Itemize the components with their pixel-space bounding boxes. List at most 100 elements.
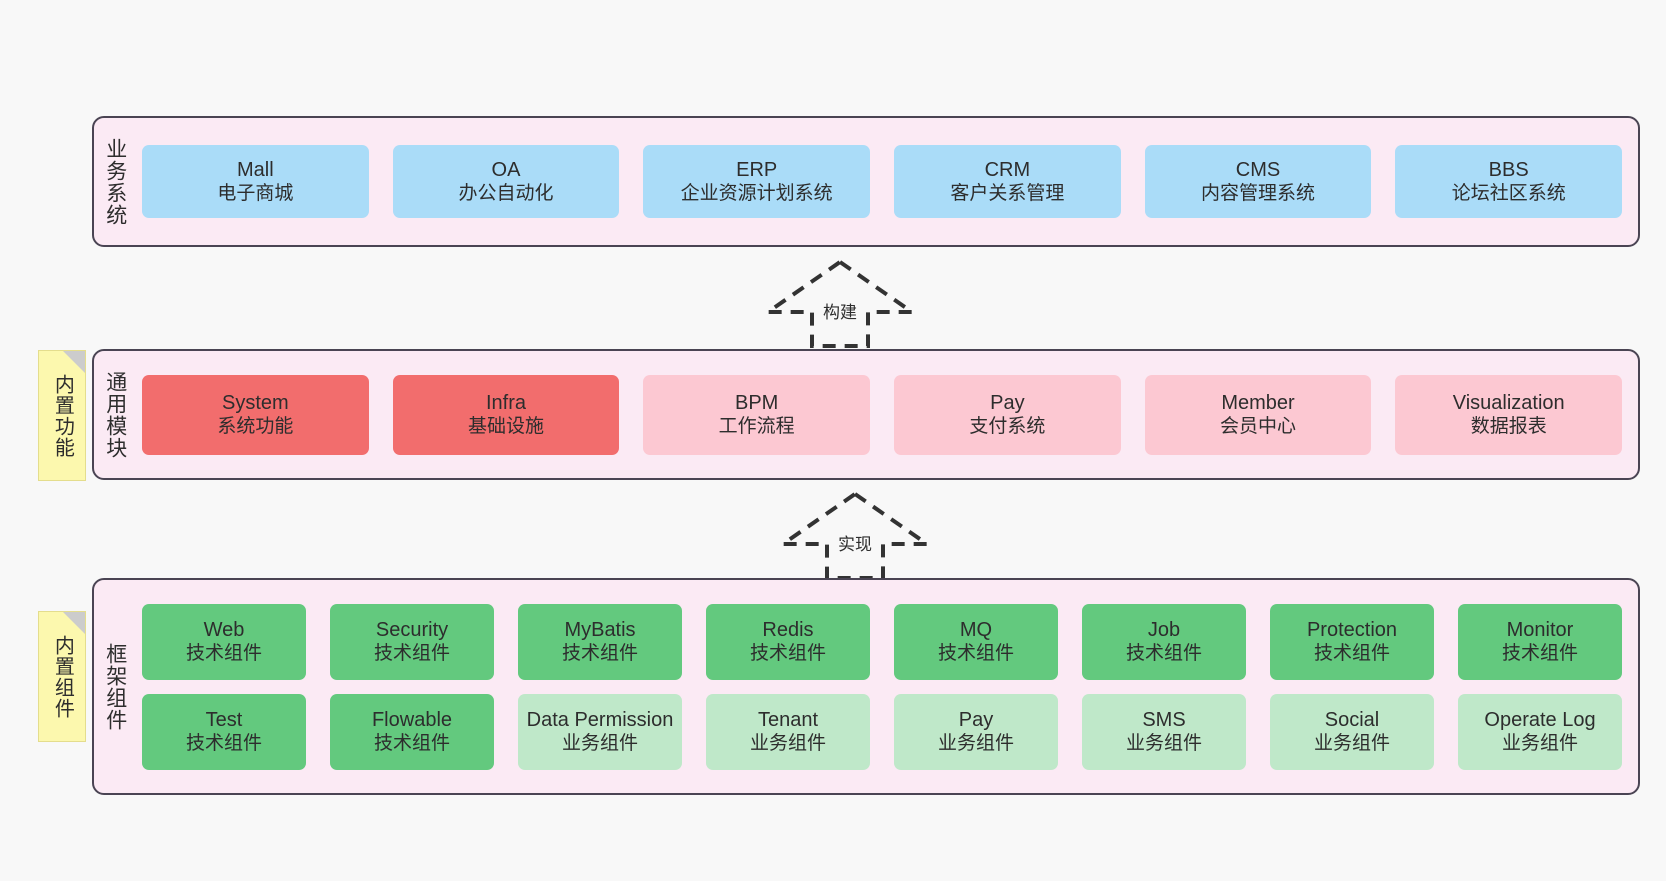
sticky-note-builtin-features: 内置功能 [38, 350, 86, 481]
card-mall[interactable]: Mall 电子商城 [142, 145, 369, 218]
card-title: Test [205, 708, 243, 731]
card-bbs[interactable]: BBS 论坛社区系统 [1395, 145, 1623, 218]
card-infra[interactable]: Infra 基础设施 [392, 374, 620, 455]
card-crm[interactable]: CRM 客户关系管理 [894, 145, 1121, 218]
card-title: ERP [736, 158, 778, 181]
layer-label-business: 业务系统 [103, 137, 127, 226]
card-subtitle: 技术组件 [937, 643, 1014, 665]
card-subtitle: 业务组件 [1125, 733, 1202, 755]
card-subtitle: 系统功能 [217, 416, 294, 438]
connector-build-arrow: 构建 [760, 258, 920, 350]
card-title: MQ [959, 618, 993, 641]
card-title: Data Permission [526, 708, 674, 731]
card-title: Flowable [371, 708, 453, 731]
card-job[interactable]: Job 技术组件 [1082, 603, 1246, 680]
dashed-hollow-arrow-up-icon [776, 491, 934, 580]
card-subtitle: 技术组件 [185, 643, 262, 665]
layer-common-modules: 通用模块 System 系统功能 Infra 基础设施 BPM 工作流程 Pay… [92, 349, 1640, 480]
card-subtitle: 论坛社区系统 [1451, 183, 1566, 205]
card-subtitle: 业务组件 [1313, 733, 1390, 755]
card-subtitle: 内容管理系统 [1201, 183, 1316, 205]
card-security[interactable]: Security 技术组件 [330, 603, 494, 680]
card-title: BBS [1488, 158, 1529, 181]
card-tenant[interactable]: Tenant 业务组件 [706, 693, 870, 770]
card-title: Job [1147, 618, 1181, 641]
card-title: Member [1221, 391, 1295, 414]
card-oa[interactable]: OA 办公自动化 [392, 145, 620, 218]
card-sms[interactable]: SMS 业务组件 [1082, 693, 1246, 770]
sticky-note-builtin-components: 内置组件 [38, 611, 86, 742]
layer-body-common: System 系统功能 Infra 基础设施 BPM 工作流程 Pay 支付系统… [136, 351, 1638, 478]
layer-label-common: 通用模块 [103, 370, 127, 459]
card-subtitle: 企业资源计划系统 [680, 183, 833, 205]
card-title: SMS [1142, 708, 1186, 731]
card-protection[interactable]: Protection 技术组件 [1270, 603, 1434, 680]
card-title: Infra [485, 391, 527, 414]
card-web[interactable]: Web 技术组件 [142, 603, 306, 680]
card-pay-module[interactable]: Pay 支付系统 [894, 374, 1121, 455]
connector-label-implement: 实现 [838, 535, 872, 554]
card-title: Tenant [757, 708, 819, 731]
card-monitor[interactable]: Monitor 技术组件 [1458, 603, 1622, 680]
card-subtitle: 技术组件 [1313, 643, 1390, 665]
layer-framework-components: 框架组件 Web 技术组件 Security 技术组件 MyBatis 技术组件… [92, 578, 1640, 795]
card-subtitle: 技术组件 [373, 733, 450, 755]
sticky-note-label: 内置组件 [51, 634, 74, 719]
card-test[interactable]: Test 技术组件 [142, 693, 306, 770]
card-title: Visualization [1452, 391, 1565, 414]
card-subtitle: 电子商城 [217, 183, 294, 205]
card-subtitle: 技术组件 [1501, 643, 1578, 665]
card-subtitle: 客户关系管理 [950, 183, 1065, 205]
card-erp[interactable]: ERP 企业资源计划系统 [643, 145, 871, 218]
card-title: MyBatis [564, 618, 636, 641]
card-data-permission[interactable]: Data Permission 业务组件 [518, 693, 682, 770]
card-bpm[interactable]: BPM 工作流程 [643, 374, 871, 455]
layer-label-framework: 框架组件 [103, 642, 127, 731]
card-system[interactable]: System 系统功能 [142, 374, 369, 455]
layer-body-framework: Web 技术组件 Security 技术组件 MyBatis 技术组件 Redi… [136, 580, 1638, 793]
card-title: Security [375, 618, 449, 641]
card-subtitle: 业务组件 [561, 733, 638, 755]
card-subtitle: 基础设施 [468, 416, 545, 438]
card-mybatis[interactable]: MyBatis 技术组件 [518, 603, 682, 680]
card-title: Protection [1306, 618, 1398, 641]
card-title: CRM [984, 158, 1031, 181]
card-title: Pay [958, 708, 994, 731]
dashed-hollow-arrow-up-icon [761, 259, 919, 348]
card-row: Test 技术组件 Flowable 技术组件 Data Permission … [142, 693, 1622, 770]
card-mq[interactable]: MQ 技术组件 [894, 603, 1058, 680]
connector-label-build: 构建 [823, 303, 857, 322]
card-subtitle: 技术组件 [561, 643, 638, 665]
card-title: Pay [990, 391, 1025, 414]
card-subtitle: 业务组件 [749, 733, 826, 755]
card-social[interactable]: Social 业务组件 [1270, 693, 1434, 770]
connector-implement-arrow: 实现 [775, 490, 935, 582]
card-row: System 系统功能 Infra 基础设施 BPM 工作流程 Pay 支付系统… [142, 374, 1623, 455]
card-title: Operate Log [1484, 708, 1596, 731]
card-row: Mall 电子商城 OA 办公自动化 ERP 企业资源计划系统 CRM 客户关系… [142, 145, 1623, 218]
card-title: Mall [237, 158, 274, 181]
card-operate-log[interactable]: Operate Log 业务组件 [1458, 693, 1622, 770]
card-title: Social [1324, 708, 1380, 731]
card-subtitle: 办公自动化 [458, 183, 554, 205]
card-visualization[interactable]: Visualization 数据报表 [1395, 374, 1623, 455]
layer-business-system: 业务系统 Mall 电子商城 OA 办公自动化 ERP 企业资源计划系统 CRM… [92, 116, 1640, 247]
card-member[interactable]: Member 会员中心 [1144, 374, 1372, 455]
card-redis[interactable]: Redis 技术组件 [706, 603, 870, 680]
card-title: BPM [735, 391, 779, 414]
card-title: System [221, 391, 289, 414]
card-subtitle: 工作流程 [718, 416, 795, 438]
card-subtitle: 技术组件 [1125, 643, 1202, 665]
card-subtitle: 业务组件 [937, 733, 1014, 755]
layer-body-business: Mall 电子商城 OA 办公自动化 ERP 企业资源计划系统 CRM 客户关系… [136, 118, 1638, 245]
card-flowable[interactable]: Flowable 技术组件 [330, 693, 494, 770]
card-cms[interactable]: CMS 内容管理系统 [1144, 145, 1372, 218]
card-title: OA [491, 158, 521, 181]
card-title: Redis [762, 618, 814, 641]
card-subtitle: 技术组件 [373, 643, 450, 665]
card-title: Monitor [1506, 618, 1574, 641]
card-pay-component[interactable]: Pay 业务组件 [894, 693, 1058, 770]
card-title: CMS [1235, 158, 1281, 181]
card-subtitle: 数据报表 [1470, 416, 1547, 438]
